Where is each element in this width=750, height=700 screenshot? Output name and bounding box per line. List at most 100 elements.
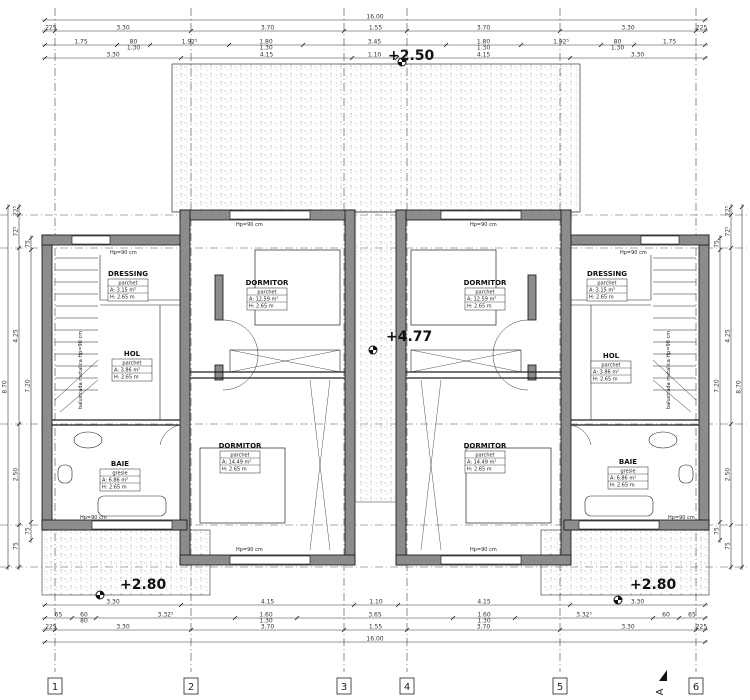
roof-hatch	[41, 63, 710, 596]
room-floor: gresie	[112, 471, 127, 477]
bed	[199, 447, 286, 524]
room-area: A: 14.49 m²	[222, 460, 251, 466]
bed	[410, 249, 497, 326]
axis-label-box	[399, 677, 415, 695]
dim-tick	[16, 564, 22, 570]
dim-label: 1.30	[611, 45, 625, 52]
room-area: A: 12.59 m²	[249, 297, 278, 303]
dim-tick	[728, 204, 734, 210]
dim-tick	[693, 627, 699, 633]
room-info-box	[464, 287, 506, 311]
window	[229, 210, 311, 220]
room-floor: parchet	[257, 290, 276, 296]
axis-label: 2	[188, 682, 194, 693]
room-area: A: 3.86 m²	[593, 370, 619, 376]
dim-label: 3.32⁵	[158, 612, 174, 619]
dim-tick	[598, 42, 604, 48]
level-label: +4.77	[386, 329, 432, 345]
line	[652, 359, 697, 401]
room-info-box	[246, 287, 288, 311]
room-info-box	[464, 450, 506, 474]
axis-label-box	[183, 677, 199, 695]
level-marker-fill	[614, 596, 622, 604]
dim-label: 3.30	[621, 624, 635, 631]
dim-tick	[16, 204, 22, 210]
dim-tick	[518, 42, 524, 48]
dim-label: 3.30	[116, 25, 130, 32]
dim-tick	[717, 235, 723, 241]
dim-tick	[728, 421, 734, 427]
dim-tick	[702, 28, 708, 34]
dim-label: 1.92⁵	[182, 39, 198, 46]
level-label: +2.50	[388, 48, 435, 64]
dim-tick	[739, 564, 745, 570]
wall	[527, 274, 537, 321]
dim-label: 1.55	[369, 624, 383, 631]
wall	[344, 209, 356, 566]
dim-label: 4.15	[260, 52, 274, 59]
dim-label: 3.30	[621, 25, 635, 32]
window	[440, 210, 522, 220]
room-floor: parchet	[597, 281, 616, 287]
dim-tick	[557, 627, 563, 633]
dim-label: 80	[80, 618, 88, 625]
railing-note: balustrada metalica Hp=90 cm	[78, 331, 84, 409]
dim-label: 22⁵	[13, 205, 20, 216]
level-label: +2.80	[630, 577, 677, 593]
axis-label: 5	[557, 682, 563, 693]
dim-label: 75	[714, 527, 721, 535]
dim-label: 22⁵	[724, 0, 735, 2]
window-sill-note: Hp=90 cm	[110, 250, 137, 256]
door-swing	[222, 319, 259, 391]
dim-tick	[42, 602, 48, 608]
dim-tick	[52, 627, 58, 633]
dim-tick	[178, 55, 184, 61]
window	[440, 555, 522, 565]
room-info-box	[590, 360, 632, 384]
dim-tick	[702, 639, 708, 645]
dim-label: 16.00	[366, 14, 383, 21]
level-marker-fill	[369, 346, 377, 354]
dim-tick	[42, 627, 48, 633]
dim-label: 4.25	[725, 329, 732, 343]
right-unit	[395, 209, 710, 566]
dim-tick	[702, 615, 708, 621]
dim-label: 60	[80, 612, 88, 619]
room-name: HOL	[124, 350, 141, 358]
sink	[648, 431, 678, 449]
dim-tick	[93, 615, 99, 621]
room-info-box	[107, 278, 149, 302]
room-area: A: 3.15 m²	[110, 288, 136, 294]
dim-tick	[42, 639, 48, 645]
room-name: HOL	[603, 352, 620, 360]
room-height: H: 2.65 m	[589, 295, 614, 301]
room-height: H: 2.65 m	[467, 467, 492, 473]
dim-label: 3.70	[261, 624, 275, 631]
dim-tick	[739, 204, 745, 210]
room-floor: parchet	[122, 361, 141, 367]
dim-tick	[728, 212, 734, 218]
door-swing	[159, 424, 181, 446]
dim-tick	[728, 245, 734, 251]
dim-label: 1.30	[477, 45, 491, 52]
room-name: BAIE	[111, 460, 129, 468]
room-height: H: 2.65 m	[249, 304, 274, 310]
door-swing	[570, 424, 592, 446]
dim-tick	[226, 42, 232, 48]
room-area: A: 6.86 m²	[102, 478, 128, 484]
dim-tick	[16, 421, 22, 427]
level-label: +2.80	[120, 577, 167, 593]
room-floor: parchet	[475, 290, 494, 296]
dim-tick	[728, 564, 734, 570]
dim-tick	[404, 28, 410, 34]
dim-tick	[631, 42, 637, 48]
dim-tick	[232, 615, 238, 621]
line	[420, 379, 442, 551]
dim-tick	[178, 602, 184, 608]
dim-tick	[188, 28, 194, 34]
dim-tick	[5, 204, 11, 210]
room-name: DORMITOR	[464, 279, 507, 287]
